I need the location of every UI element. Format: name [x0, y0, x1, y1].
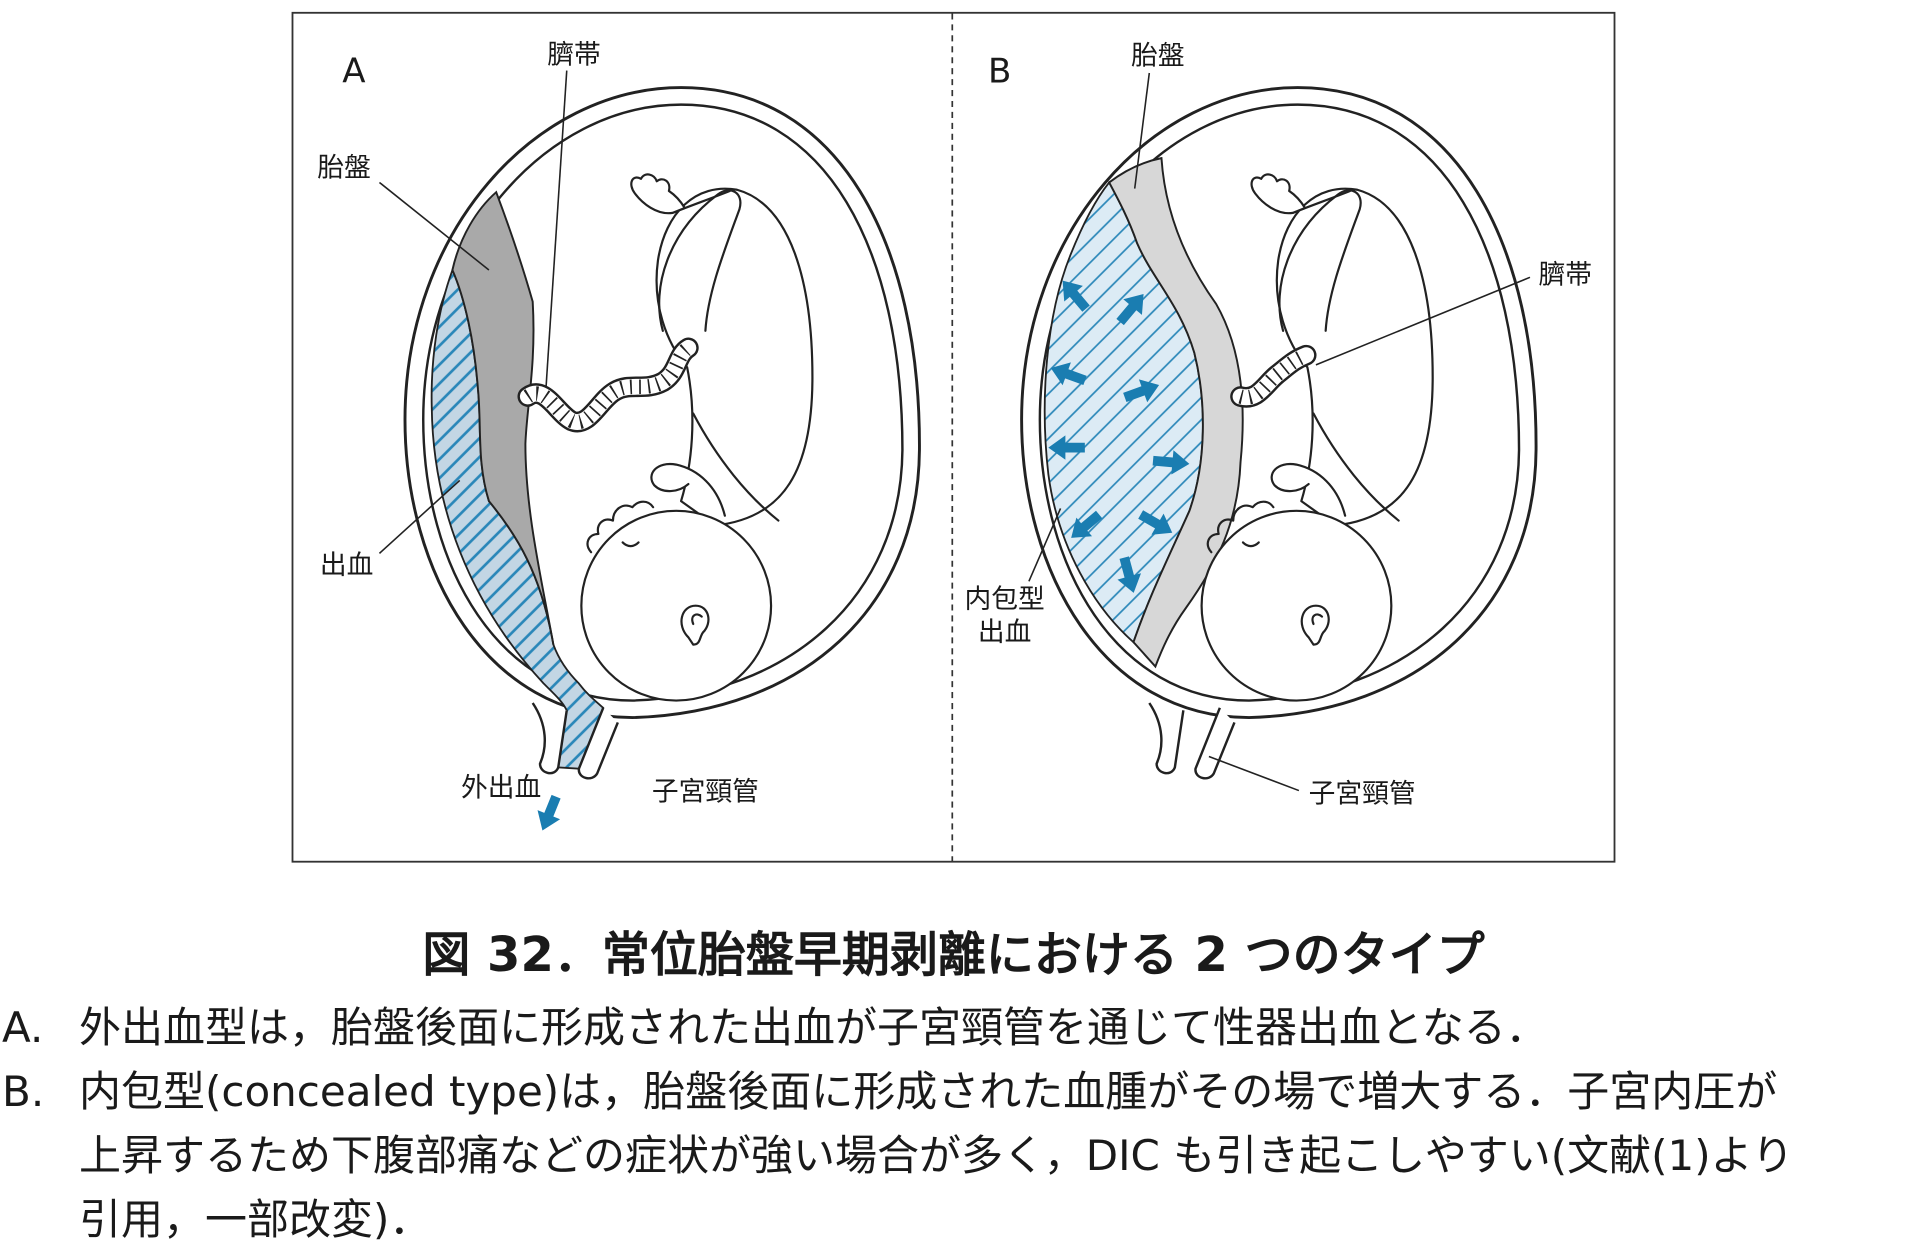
leader-hemorrhage-a	[378, 479, 461, 554]
label-concealed-type: 内包型	[964, 584, 1044, 615]
label-cervical-canal-a: 子宮頸管	[652, 776, 759, 807]
caption-text-b-line-2: 上昇するため下腹部痛などの症状が強い場合が多く，DIC も引き起こしやすい(文献…	[79, 1131, 1794, 1180]
caption-item-b-continued: 上昇するため下腹部痛などの症状が強い場合が多く，DIC も引き起こしやすい(文献…	[0, 1128, 1907, 1184]
caption-item-b: B. 内包型(concealed type)は，胎盤後面に形成された血腫がその場…	[0, 1064, 1907, 1120]
leader-placenta-b	[1133, 72, 1151, 189]
leader-cervical-canal-b	[1208, 755, 1300, 792]
label-hemorrhage-b: 出血	[978, 617, 1032, 648]
label-placenta-b: 胎盤	[1131, 40, 1185, 71]
caption-text-b-line-3: 引用，一部改変)．	[79, 1195, 432, 1244]
cervix-a	[531, 702, 619, 780]
label-umbilical-cord-b: 臍帯	[1538, 259, 1592, 290]
cervix-right-lip	[1194, 707, 1236, 780]
panel-b: B 胎盤 臍帯 内包型 出血 子宮頸管	[964, 40, 1592, 809]
placental-abruption-figure: A 臍帯 胎盤 出血 外出血 子宮頸管	[291, 11, 1616, 863]
caption-marker-a: A.	[2, 1003, 44, 1052]
labels-b: B 胎盤 臍帯 内包型 出血 子宮頸管	[964, 40, 1592, 809]
label-hemorrhage-a: 出血	[320, 550, 374, 581]
caption-item-b-end: 引用，一部改変)．	[0, 1192, 1907, 1248]
caption-text-a-line-1: 外出血型は，胎盤後面に形成された出血が子宮頸管を通じて性器出血となる．	[79, 1003, 1548, 1052]
label-external-hemorrhage: 外出血	[461, 773, 541, 804]
leader-placenta-a	[378, 181, 490, 271]
cord-a-coils	[523, 341, 693, 430]
panel-a: A 臍帯 胎盤 出血 外出血 子宮頸管	[317, 39, 921, 836]
label-placenta-a: 胎盤	[317, 152, 371, 183]
caption-marker-b: B.	[2, 1067, 45, 1116]
leaders-b	[1028, 72, 1531, 792]
cervix-left-lip	[531, 702, 568, 775]
label-umbilical-cord-a: 臍帯	[547, 39, 601, 70]
placenta-a	[451, 190, 555, 645]
figure-title: 図 32．常位胎盤早期剥離における 2 つのタイプ	[422, 927, 1485, 983]
cervix-right-lip	[577, 707, 619, 780]
labels-a: A 臍帯 胎盤 出血 外出血 子宮頸管	[317, 39, 758, 807]
leaders-a	[378, 70, 568, 554]
leader-concealed-hemorrhage	[1028, 508, 1062, 582]
caption-item-a: A. 外出血型は，胎盤後面に形成された出血が子宮頸管を通じて性器出血となる．	[0, 1000, 1907, 1056]
cervical-canal-b	[1174, 717, 1217, 769]
leader-umbilical-cord-b	[1315, 276, 1531, 366]
cord-b-coils	[1238, 348, 1310, 405]
umbilical-cord-b	[1230, 344, 1317, 408]
cervix-b	[1148, 702, 1236, 780]
figure-frame	[291, 11, 1616, 863]
leader-umbilical-cord-a	[545, 70, 568, 387]
panel-a-letter: A	[342, 52, 366, 92]
caption-text-b-line-1: 内包型(concealed type)は，胎盤後面に形成された血腫がその場で増大…	[79, 1067, 1778, 1116]
umbilical-cord-a	[517, 337, 699, 433]
panel-b-letter: B	[988, 52, 1011, 92]
label-cervical-canal-b: 子宮頸管	[1309, 779, 1416, 810]
cervix-left-lip	[1148, 702, 1185, 775]
